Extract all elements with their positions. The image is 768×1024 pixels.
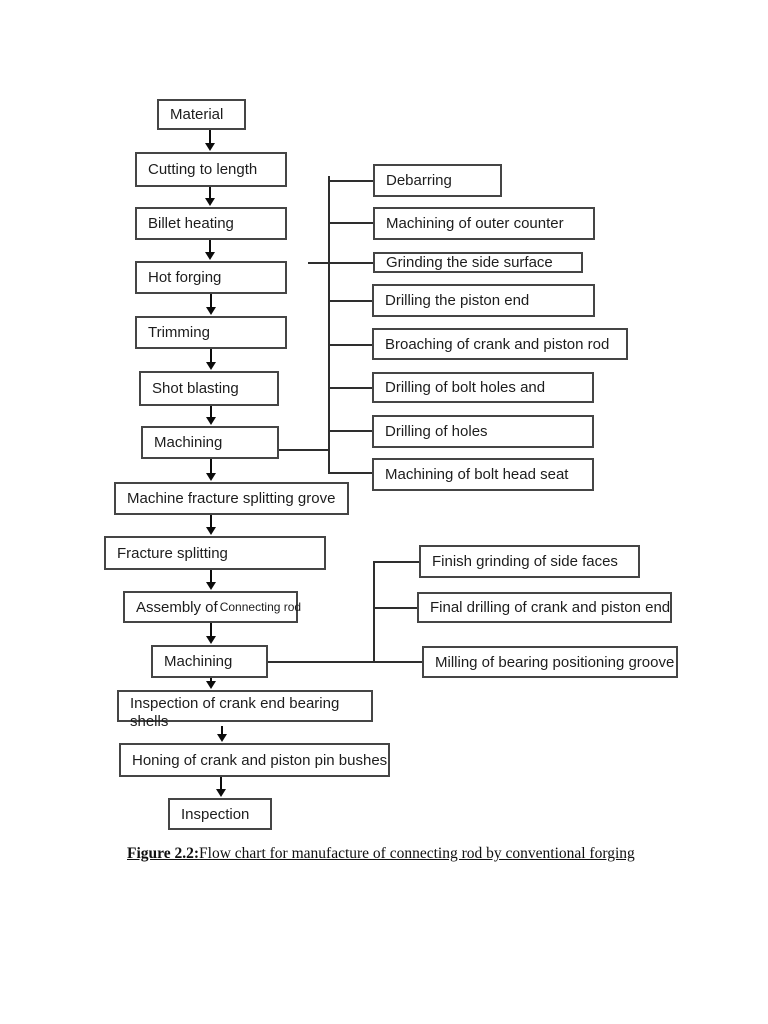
arrow-stem-assembly-to-machining2 [210,623,212,638]
node-hot-forging: Hot forging [135,261,287,294]
node-label: Machining [164,653,233,670]
node-drilling-piston-end: Drilling the piston end [372,284,595,317]
arrow-stem-shot-blasting-to-machining [210,406,212,419]
arrow-head-icon [206,307,216,315]
arrow-head-icon [206,582,216,590]
node-label: Inspection [181,805,250,823]
node-label: Machining [154,434,223,451]
node-label: Machining of bolt head seat [385,466,569,483]
node-label: Material [170,106,224,123]
node-label: Machining of outer counter [386,215,564,232]
arrow-head-icon [206,362,216,370]
node-grinding-side-surface: Grinding the side surface [373,252,583,273]
connector-branch2-trunk [373,561,375,662]
arrow-stem-grove-to-fracture-splitting [210,515,212,529]
node-drilling-bolt-holes: Drilling of bolt holes and [372,372,594,403]
node-label: Drilling of bolt holes and [385,379,546,396]
arrow-head-icon [205,252,215,260]
node-finish-grinding-side-faces: Finish grinding of side faces [419,545,640,578]
connector-branch1-trunk [328,176,330,472]
arrow-stem-hot-forging-to-trimming [210,294,212,309]
connector-machining1-to-trunk [279,449,328,451]
node-label: Shot blasting [152,380,239,397]
connector-machining2-to-milling [268,661,422,663]
node-label: Cutting to length [148,161,258,178]
node-material: Material [157,99,246,130]
connector-link-debarring [328,180,373,182]
arrow-head-icon [217,734,227,742]
node-label: Billet heating [148,215,234,232]
node-shot-blasting: Shot blasting [139,371,279,406]
node-drilling-of-holes: Drilling of holes [372,415,594,448]
node-label: Finish grinding of side faces [432,553,618,570]
node-machine-fracture-splitting-grove: Machine fracture splitting grove [114,482,349,515]
connector-link-final-drilling [373,607,417,609]
node-billet-heating: Billet heating [135,207,287,240]
node-label-small: Connecting rod [219,600,302,614]
connector-link-outer-counter [328,222,373,224]
node-label: Machine fracture splitting grove [127,490,336,507]
node-label: Grinding the side surface [386,254,553,271]
connector-link-bolt-head-seat [328,472,372,474]
node-label: Drilling of holes [385,423,488,440]
node-label: Trimming [148,324,210,341]
figure-caption-text: Flow chart for manufacture of connecting… [199,845,635,862]
connector-link-holes [328,430,372,432]
arrow-head-icon [206,417,216,425]
node-machining-2: Machining [151,645,268,678]
node-label: Debarring [386,172,452,189]
arrow-head-icon [205,198,215,206]
node-cutting-to-length: Cutting to length [135,152,287,187]
arrow-stem-trimming-to-shot-blasting [210,349,212,364]
node-debarring: Debarring [373,164,502,197]
node-label-line: Inspection of crank end bearing [130,695,340,712]
node-label: Assembly of [136,598,218,616]
node-label: Drilling the piston end [385,292,530,309]
node-label: Fracture splitting [117,544,228,562]
node-trimming: Trimming [135,316,287,349]
node-inspection-final: Inspection [168,798,272,830]
arrow-head-icon [206,681,216,689]
connector-link-grinding [308,262,373,264]
arrow-head-icon [206,527,216,535]
figure-caption: Figure 2.2:Flow chart for manufacture of… [127,845,635,863]
node-fracture-splitting: Fracture splitting [104,536,326,570]
node-label: Hot forging [148,269,222,286]
arrow-stem-honing-to-inspection [220,777,222,791]
arrow-stem-shells-to-honing [221,726,223,736]
arrow-stem-fracture-to-assembly [210,570,212,584]
node-label: Honing of crank and piston pin bushes [132,751,388,769]
figure-caption-number: Figure 2.2: [127,845,200,862]
node-label: Milling of bearing positioning groove [435,653,675,671]
arrow-stem-machining-to-fracture-grove [210,459,212,475]
arrow-stem-material-to-cutting [209,130,211,145]
arrow-stem-cutting-to-billet [209,187,211,200]
connector-link-finish-grinding [373,561,419,563]
connector-link-piston-end [328,300,372,302]
node-milling-bearing-positioning-groove: Milling of bearing positioning groove [422,646,678,678]
node-final-drilling-crank-piston-end: Final drilling of crank and piston end [417,592,672,623]
node-machining-bolt-head-seat: Machining of bolt head seat [372,458,594,491]
arrow-head-icon [206,473,216,481]
arrow-stem-billet-to-hot-forging [209,240,211,254]
arrow-head-icon [206,636,216,644]
node-label: Final drilling of crank and piston end [430,599,671,616]
node-machining-outer-counter: Machining of outer counter [373,207,595,240]
node-label: Broaching of crank and piston rod [385,335,610,353]
arrow-head-icon [216,789,226,797]
node-honing-bushes: Honing of crank and piston pin bushes [119,743,390,777]
node-machining-1: Machining [141,426,279,459]
connector-link-bolt-holes [328,387,372,389]
arrow-stem-machining2-to-inspection [210,678,212,683]
node-broaching-crank-piston-rod: Broaching of crank and piston rod [372,328,628,360]
connector-link-broaching [328,344,372,346]
node-label-line: shells [130,713,169,730]
arrow-head-icon [205,143,215,151]
